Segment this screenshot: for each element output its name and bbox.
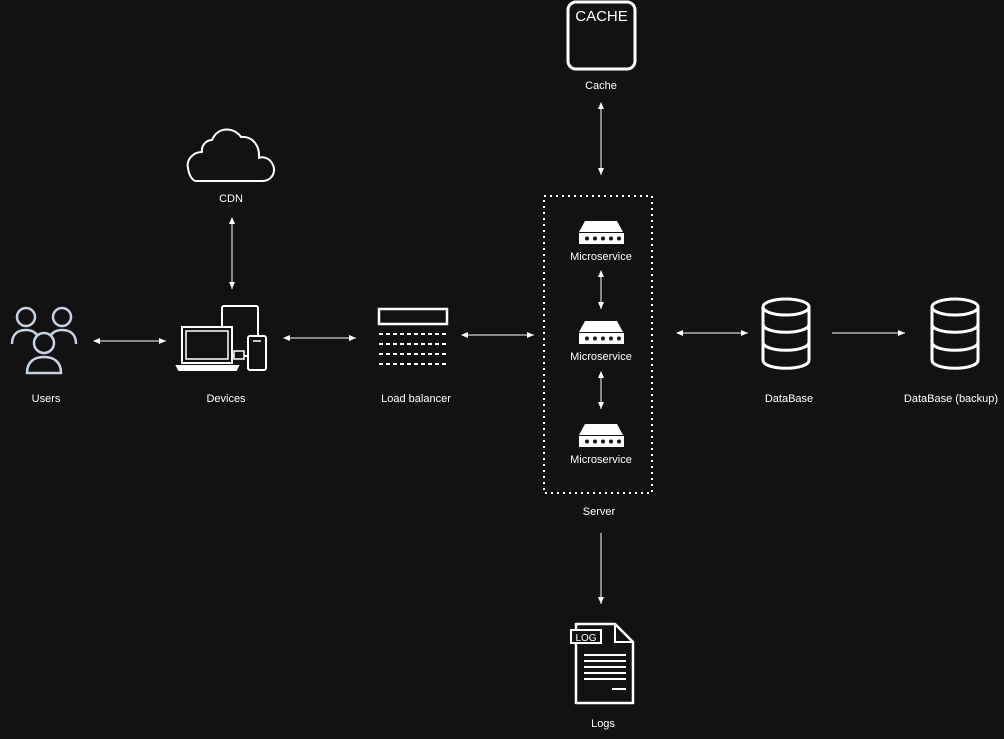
devices-label: Devices bbox=[206, 393, 246, 405]
server-container[interactable] bbox=[543, 195, 653, 494]
database-label: DataBase bbox=[764, 393, 814, 405]
load-balancer-label: Load balancer bbox=[381, 393, 451, 405]
users-icon[interactable] bbox=[10, 306, 78, 375]
cloud-icon[interactable] bbox=[186, 128, 275, 182]
cache-icon[interactable]: CACHE bbox=[566, 0, 637, 71]
log-icon-text: LOG bbox=[575, 633, 596, 644]
logs-label: Logs bbox=[591, 718, 615, 730]
database-backup-label: DataBase (backup) bbox=[903, 393, 999, 405]
microservice-icon[interactable] bbox=[579, 221, 624, 244]
users-label: Users bbox=[31, 393, 61, 405]
cache-icon-text: CACHE bbox=[575, 8, 628, 25]
load-balancer-icon[interactable] bbox=[377, 307, 449, 365]
database-icon[interactable] bbox=[930, 297, 980, 370]
microservice-icon[interactable] bbox=[579, 321, 624, 344]
database-icon[interactable] bbox=[761, 297, 811, 370]
log-file-icon[interactable]: LOG bbox=[570, 622, 635, 705]
microservice-label: Microservice bbox=[570, 251, 632, 263]
connectors bbox=[93, 102, 905, 604]
microservice-label: Microservice bbox=[570, 351, 632, 363]
server-label: Server bbox=[582, 506, 616, 518]
cdn-label: CDN bbox=[219, 193, 243, 205]
devices-icon[interactable] bbox=[175, 305, 267, 371]
cache-label: Cache bbox=[585, 80, 617, 92]
microservice-icon[interactable] bbox=[579, 424, 624, 447]
microservice-label: Microservice bbox=[570, 454, 632, 466]
